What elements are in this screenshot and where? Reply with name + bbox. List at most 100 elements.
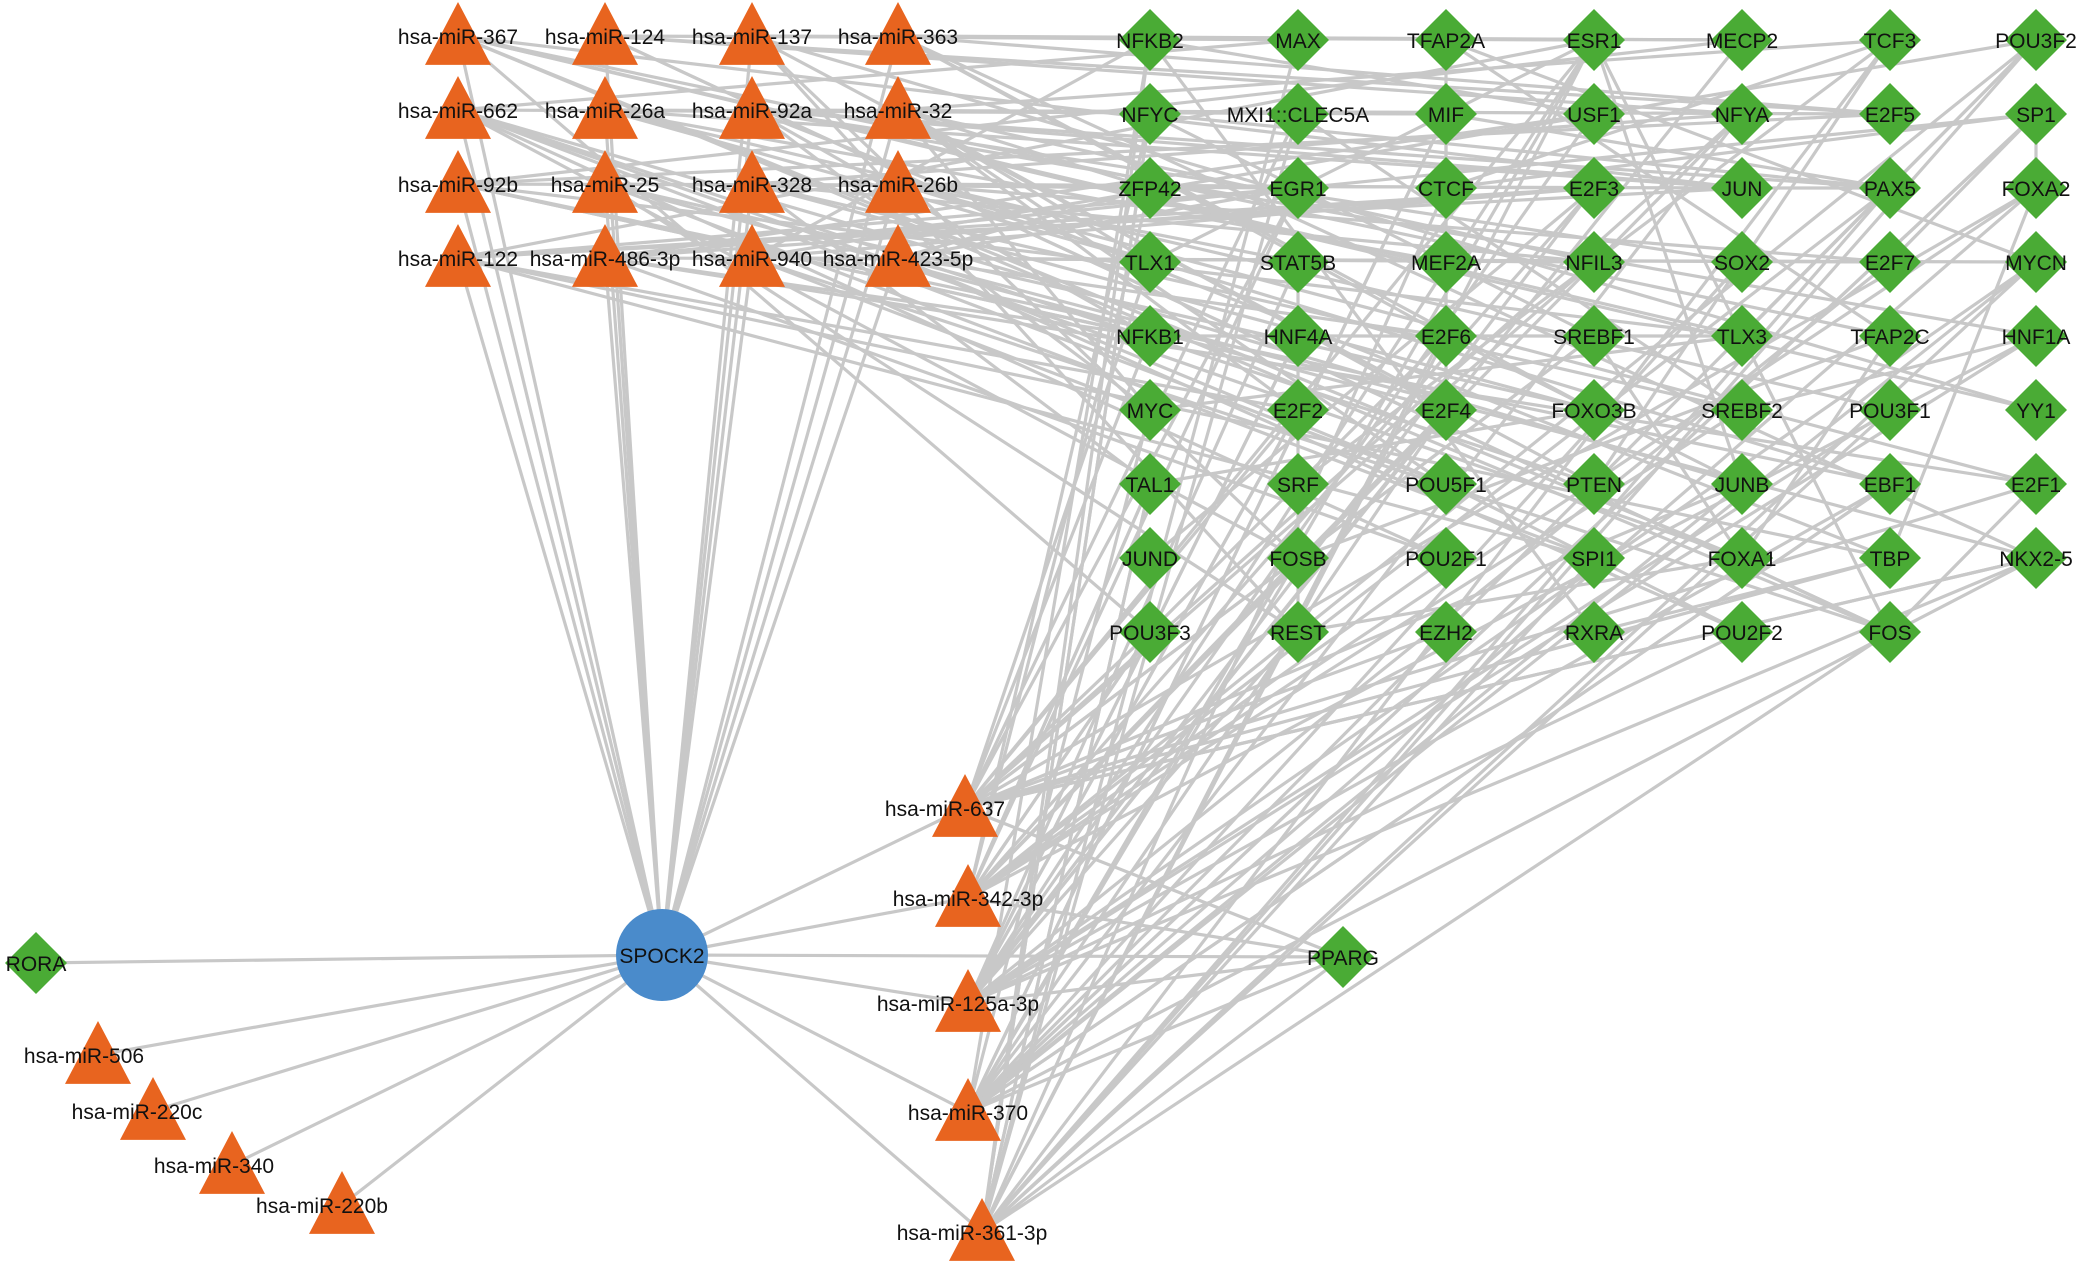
mirna-node[interactable] bbox=[865, 76, 931, 139]
mirna-node[interactable] bbox=[572, 224, 638, 287]
tf-node[interactable] bbox=[2005, 379, 2067, 441]
tf-node[interactable] bbox=[1711, 379, 1773, 441]
tf-node[interactable] bbox=[1859, 157, 1921, 219]
tf-node[interactable] bbox=[1415, 527, 1477, 589]
tf-node[interactable] bbox=[1415, 379, 1477, 441]
edge-layer bbox=[35, 34, 2038, 1234]
tf-node[interactable] bbox=[1711, 527, 1773, 589]
tf-node[interactable] bbox=[1119, 601, 1181, 663]
tf-node[interactable] bbox=[5, 932, 67, 994]
mirna-node[interactable] bbox=[935, 1078, 1001, 1141]
tf-node[interactable] bbox=[1859, 527, 1921, 589]
mirna-node[interactable] bbox=[425, 2, 491, 65]
tf-node[interactable] bbox=[1267, 379, 1329, 441]
tf-node[interactable] bbox=[1859, 453, 1921, 515]
mirna-node[interactable] bbox=[120, 1077, 186, 1140]
tf-node[interactable] bbox=[2005, 453, 2067, 515]
tf-node[interactable] bbox=[1415, 157, 1477, 219]
mirna-node[interactable] bbox=[425, 150, 491, 213]
mirna-node[interactable] bbox=[865, 150, 931, 213]
tf-node[interactable] bbox=[1119, 305, 1181, 367]
mirna-node[interactable] bbox=[65, 1021, 131, 1084]
edge-mirna-tf bbox=[967, 556, 2037, 1114]
tf-node[interactable] bbox=[1563, 527, 1625, 589]
tf-node[interactable] bbox=[1267, 9, 1329, 71]
tf-node[interactable] bbox=[1415, 83, 1477, 145]
tf-node[interactable] bbox=[1859, 305, 1921, 367]
tf-node[interactable] bbox=[1267, 601, 1329, 663]
tf-node[interactable] bbox=[1859, 9, 1921, 71]
edge-tf-tf bbox=[1149, 408, 1595, 486]
mirna-label: hsa-miR-506 bbox=[24, 1045, 144, 1068]
tf-node[interactable] bbox=[1119, 453, 1181, 515]
tf-node[interactable] bbox=[1859, 231, 1921, 293]
tf-node[interactable] bbox=[1267, 453, 1329, 515]
tf-node[interactable] bbox=[1859, 379, 1921, 441]
tf-node[interactable] bbox=[1563, 601, 1625, 663]
mirna-node[interactable] bbox=[719, 150, 785, 213]
tf-node[interactable] bbox=[1563, 157, 1625, 219]
tf-node[interactable] bbox=[2005, 9, 2067, 71]
tf-node[interactable] bbox=[1711, 83, 1773, 145]
mirna-node[interactable] bbox=[425, 76, 491, 139]
tf-node[interactable] bbox=[1711, 305, 1773, 367]
tf-node[interactable] bbox=[1859, 601, 1921, 663]
tf-node[interactable] bbox=[1267, 231, 1329, 293]
edge-hub-mirna bbox=[660, 183, 900, 956]
tf-node[interactable] bbox=[1415, 453, 1477, 515]
mirna-node[interactable] bbox=[935, 864, 1001, 927]
tf-node[interactable] bbox=[1563, 305, 1625, 367]
tf-node[interactable] bbox=[1859, 83, 1921, 145]
tf-node[interactable] bbox=[1563, 231, 1625, 293]
tf-node[interactable] bbox=[1119, 379, 1181, 441]
mirna-node[interactable] bbox=[572, 2, 638, 65]
tf-node[interactable] bbox=[1119, 9, 1181, 71]
mirna-node[interactable] bbox=[719, 224, 785, 287]
tf-node[interactable] bbox=[2005, 83, 2067, 145]
mirna-node[interactable] bbox=[865, 224, 931, 287]
tf-node[interactable] bbox=[1312, 926, 1374, 988]
tf-node[interactable] bbox=[1267, 83, 1329, 145]
mirna-node[interactable] bbox=[572, 76, 638, 139]
edge-mirna-tf bbox=[966, 39, 1596, 1004]
mirna-node[interactable] bbox=[309, 1171, 375, 1234]
tf-node[interactable] bbox=[1711, 9, 1773, 71]
edge-mirna-tf bbox=[604, 256, 1447, 560]
tf-node[interactable] bbox=[1711, 231, 1773, 293]
mirna-node[interactable] bbox=[949, 1198, 1015, 1261]
mirna-node[interactable] bbox=[719, 76, 785, 139]
mirna-node[interactable] bbox=[932, 774, 998, 837]
hub-node[interactable] bbox=[616, 909, 708, 1001]
mirna-node[interactable] bbox=[425, 224, 491, 287]
tf-node[interactable] bbox=[2005, 305, 2067, 367]
tf-node[interactable] bbox=[1563, 9, 1625, 71]
tf-node[interactable] bbox=[1415, 231, 1477, 293]
tf-node[interactable] bbox=[1415, 601, 1477, 663]
mirna-node[interactable] bbox=[199, 1131, 265, 1194]
tf-node[interactable] bbox=[1711, 157, 1773, 219]
tf-node[interactable] bbox=[1267, 527, 1329, 589]
tf-node[interactable] bbox=[1119, 83, 1181, 145]
edge-mirna-tf bbox=[457, 112, 1891, 186]
mirna-label: hsa-miR-26b bbox=[838, 174, 958, 197]
tf-node[interactable] bbox=[1711, 453, 1773, 515]
mirna-node[interactable] bbox=[935, 969, 1001, 1032]
tf-node[interactable] bbox=[1119, 231, 1181, 293]
mirna-node[interactable] bbox=[719, 2, 785, 65]
tf-node[interactable] bbox=[1415, 305, 1477, 367]
tf-node[interactable] bbox=[1563, 83, 1625, 145]
tf-node[interactable] bbox=[1563, 453, 1625, 515]
mirna-node[interactable] bbox=[865, 2, 931, 65]
tf-node[interactable] bbox=[2005, 231, 2067, 293]
tf-node[interactable] bbox=[1267, 157, 1329, 219]
mirna-node[interactable] bbox=[572, 150, 638, 213]
tf-node[interactable] bbox=[1119, 157, 1181, 219]
tf-node[interactable] bbox=[1711, 601, 1773, 663]
tf-node[interactable] bbox=[1267, 305, 1329, 367]
tf-node[interactable] bbox=[2005, 527, 2067, 589]
tf-node[interactable] bbox=[1563, 379, 1625, 441]
tf-node[interactable] bbox=[1415, 9, 1477, 71]
tf-node[interactable] bbox=[1119, 527, 1181, 589]
mirna-label: hsa-miR-137 bbox=[692, 26, 812, 49]
tf-node[interactable] bbox=[2005, 157, 2067, 219]
